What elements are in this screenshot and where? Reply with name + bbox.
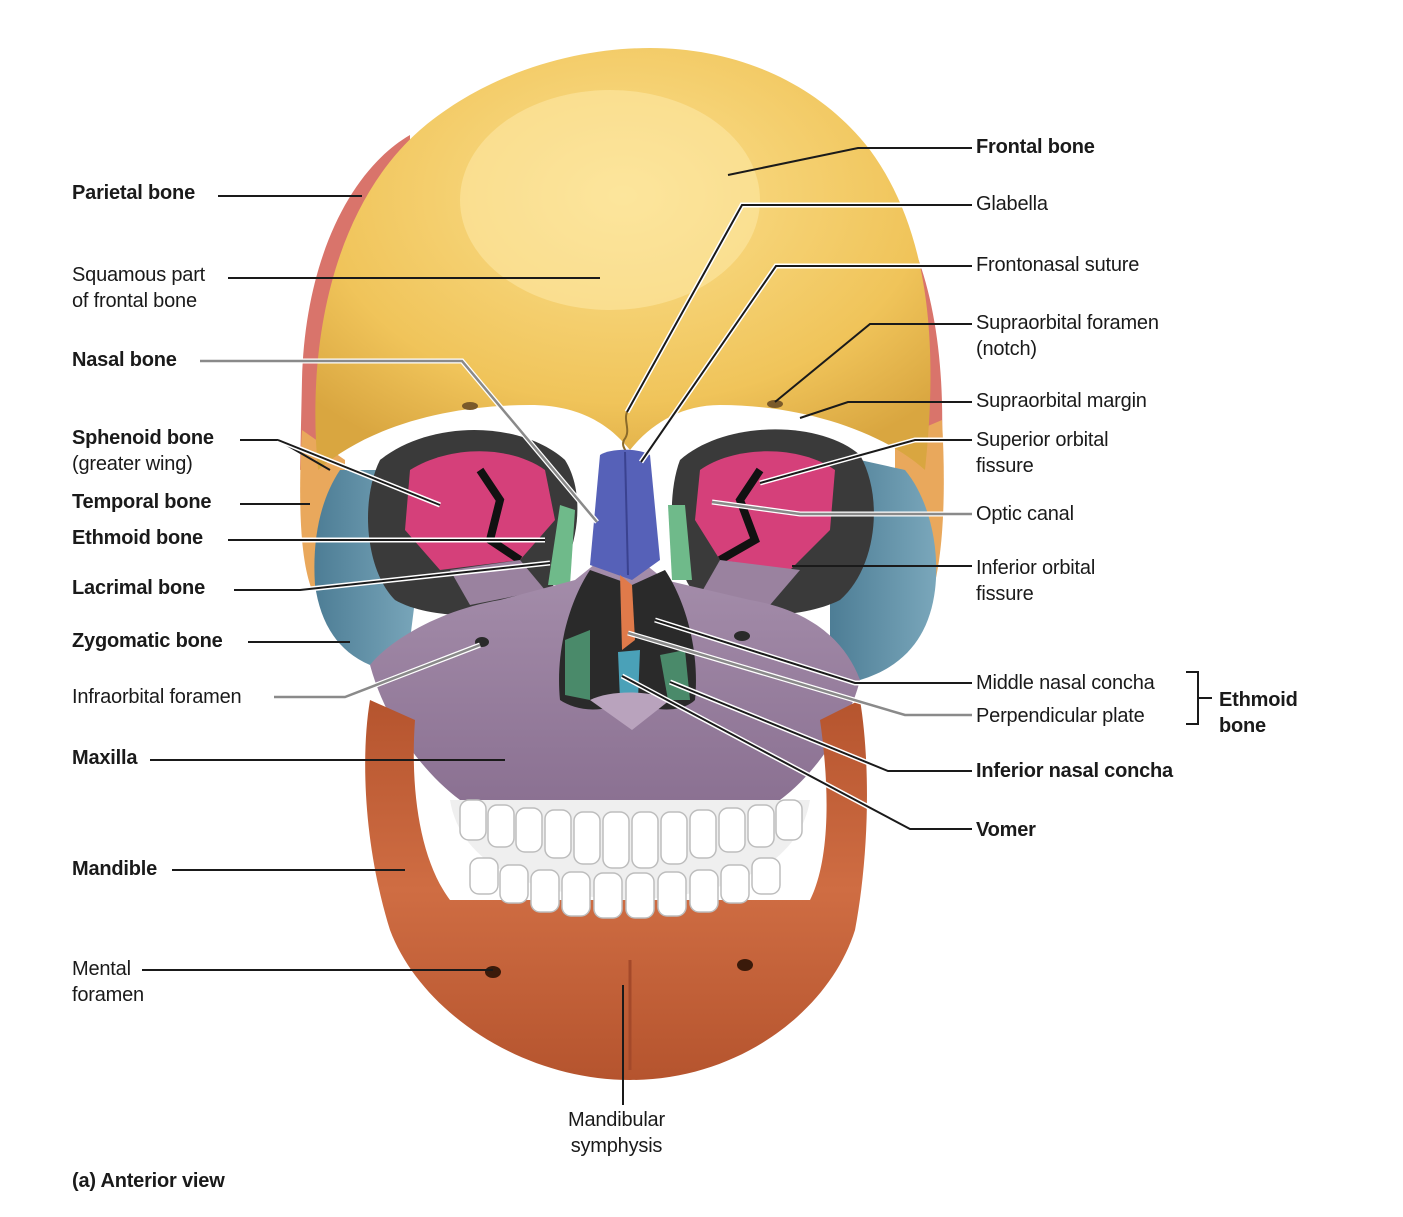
label-ethmoid-group-line-2: bone (1219, 715, 1266, 737)
leader-nasal (200, 359, 598, 523)
leader-frontal (727, 147, 972, 176)
label-inferior-nasal-concha: Inferior nasal concha (976, 760, 1173, 782)
anterior-nasal-spine (590, 692, 670, 730)
label-sphenoid-line-2: (greater wing) (72, 453, 193, 475)
orbit-left-fissure (476, 467, 523, 564)
leader-sphenoid-2 (277, 439, 441, 506)
leader-frontonasal (640, 265, 972, 463)
leader-supraorbital-foramen (774, 323, 972, 403)
label-mandible: Mandible (72, 858, 158, 880)
label-infraorbital-foramen: Infraorbital foramen (72, 686, 242, 708)
leader-glabella (626, 204, 972, 413)
infraorbital-foramen-right (734, 631, 750, 641)
label-symphysis-line-1: Mandibular (568, 1109, 665, 1131)
mental-foramen-right (737, 959, 753, 971)
label-middle-nasal-concha: Middle nasal concha (976, 672, 1155, 694)
label-mental-line-1: Mental (72, 958, 131, 980)
label-ethmoid-group: Ethmoid bone (1219, 687, 1298, 739)
middle-nasal-concha (620, 575, 635, 650)
leader-vomer (621, 675, 972, 830)
leader-infraorbital (274, 643, 481, 699)
label-perpendicular-plate: Perpendicular plate (976, 705, 1145, 727)
figure-caption: (a) Anterior view (72, 1170, 225, 1192)
supraorbital-notch-right (767, 400, 783, 408)
teeth (450, 799, 810, 919)
label-supraorbital-margin: Supraorbital margin (976, 390, 1147, 412)
label-supraorbital-foramen-line-2: (notch) (976, 338, 1037, 360)
label-superior-orbital-line-1: Superior orbital (976, 429, 1109, 451)
mandible (365, 700, 867, 1080)
leader-perpendicular (627, 631, 972, 717)
label-nasal-bone: Nasal bone (72, 349, 177, 371)
leader-superior-orbital (759, 439, 972, 484)
label-inferior-orbital-line-1: Inferior orbital (976, 557, 1096, 579)
label-zygomatic-bone: Zygomatic bone (72, 630, 223, 652)
label-frontal-bone: Frontal bone (976, 136, 1095, 158)
leader-middle-nasal (654, 619, 972, 684)
label-symphysis-line-2: symphysis (570, 1135, 663, 1157)
label-supraorbital-foramen: Supraorbital foramen (notch) (976, 310, 1159, 362)
nasal-bone (590, 449, 660, 580)
label-supraorbital-foramen-line-1: Supraorbital foramen (976, 312, 1159, 334)
leader-optic (711, 500, 972, 516)
label-superior-orbital-line-2: fissure (976, 455, 1034, 477)
leader-lacrimal (234, 562, 551, 591)
supraorbital-notch-left (462, 402, 478, 410)
label-squamous-line-2: of frontal bone (72, 290, 197, 312)
label-ethmoid-group-line-1: Ethmoid (1219, 689, 1298, 711)
orbit-right-fissure (718, 467, 764, 564)
label-parietal-bone: Parietal bone (72, 182, 195, 204)
label-optic-canal: Optic canal (976, 503, 1074, 525)
frontal-highlight (460, 90, 760, 310)
leader-lines (142, 147, 1212, 1105)
lacrimal-bone-left (548, 505, 575, 585)
label-sphenoid-line-1: Sphenoid bone (72, 427, 214, 449)
inferior-nasal-concha-left (565, 630, 590, 700)
label-glabella: Glabella (976, 193, 1048, 215)
ethmoid-bracket (1186, 671, 1199, 725)
label-inferior-orbital-line-2: fissure (976, 583, 1034, 605)
label-sphenoid-bone: Sphenoid bone (greater wing) (72, 425, 214, 477)
label-squamous-part: Squamous part of frontal bone (72, 262, 205, 314)
label-squamous-line-1: Squamous part (72, 264, 206, 286)
leader-inferior-nasal (669, 681, 972, 772)
ethmoid-orbit-right (700, 560, 800, 605)
vomer-bone (618, 650, 640, 700)
label-ethmoid-bone: Ethmoid bone (72, 527, 203, 549)
leader-supraorbital-margin (799, 401, 972, 419)
label-frontonasal-suture: Frontonasal suture (976, 254, 1140, 276)
label-mental-line-2: foramen (72, 984, 144, 1006)
label-inferior-orbital-fissure: Inferior orbital fissure (976, 555, 1095, 607)
label-vomer: Vomer (976, 819, 1036, 841)
label-mental-foramen: Mental foramen (72, 956, 144, 1008)
label-temporal-bone: Temporal bone (72, 491, 212, 513)
label-lacrimal-bone: Lacrimal bone (72, 577, 205, 599)
nasal-suture (624, 451, 629, 576)
lacrimal-bone-right (668, 505, 692, 580)
label-maxilla: Maxilla (72, 747, 138, 769)
label-superior-orbital-fissure: Superior orbital fissure (976, 427, 1109, 479)
mental-foramen-left (485, 966, 501, 978)
label-mandibular-symphysis: Mandibular symphysis (568, 1107, 665, 1159)
